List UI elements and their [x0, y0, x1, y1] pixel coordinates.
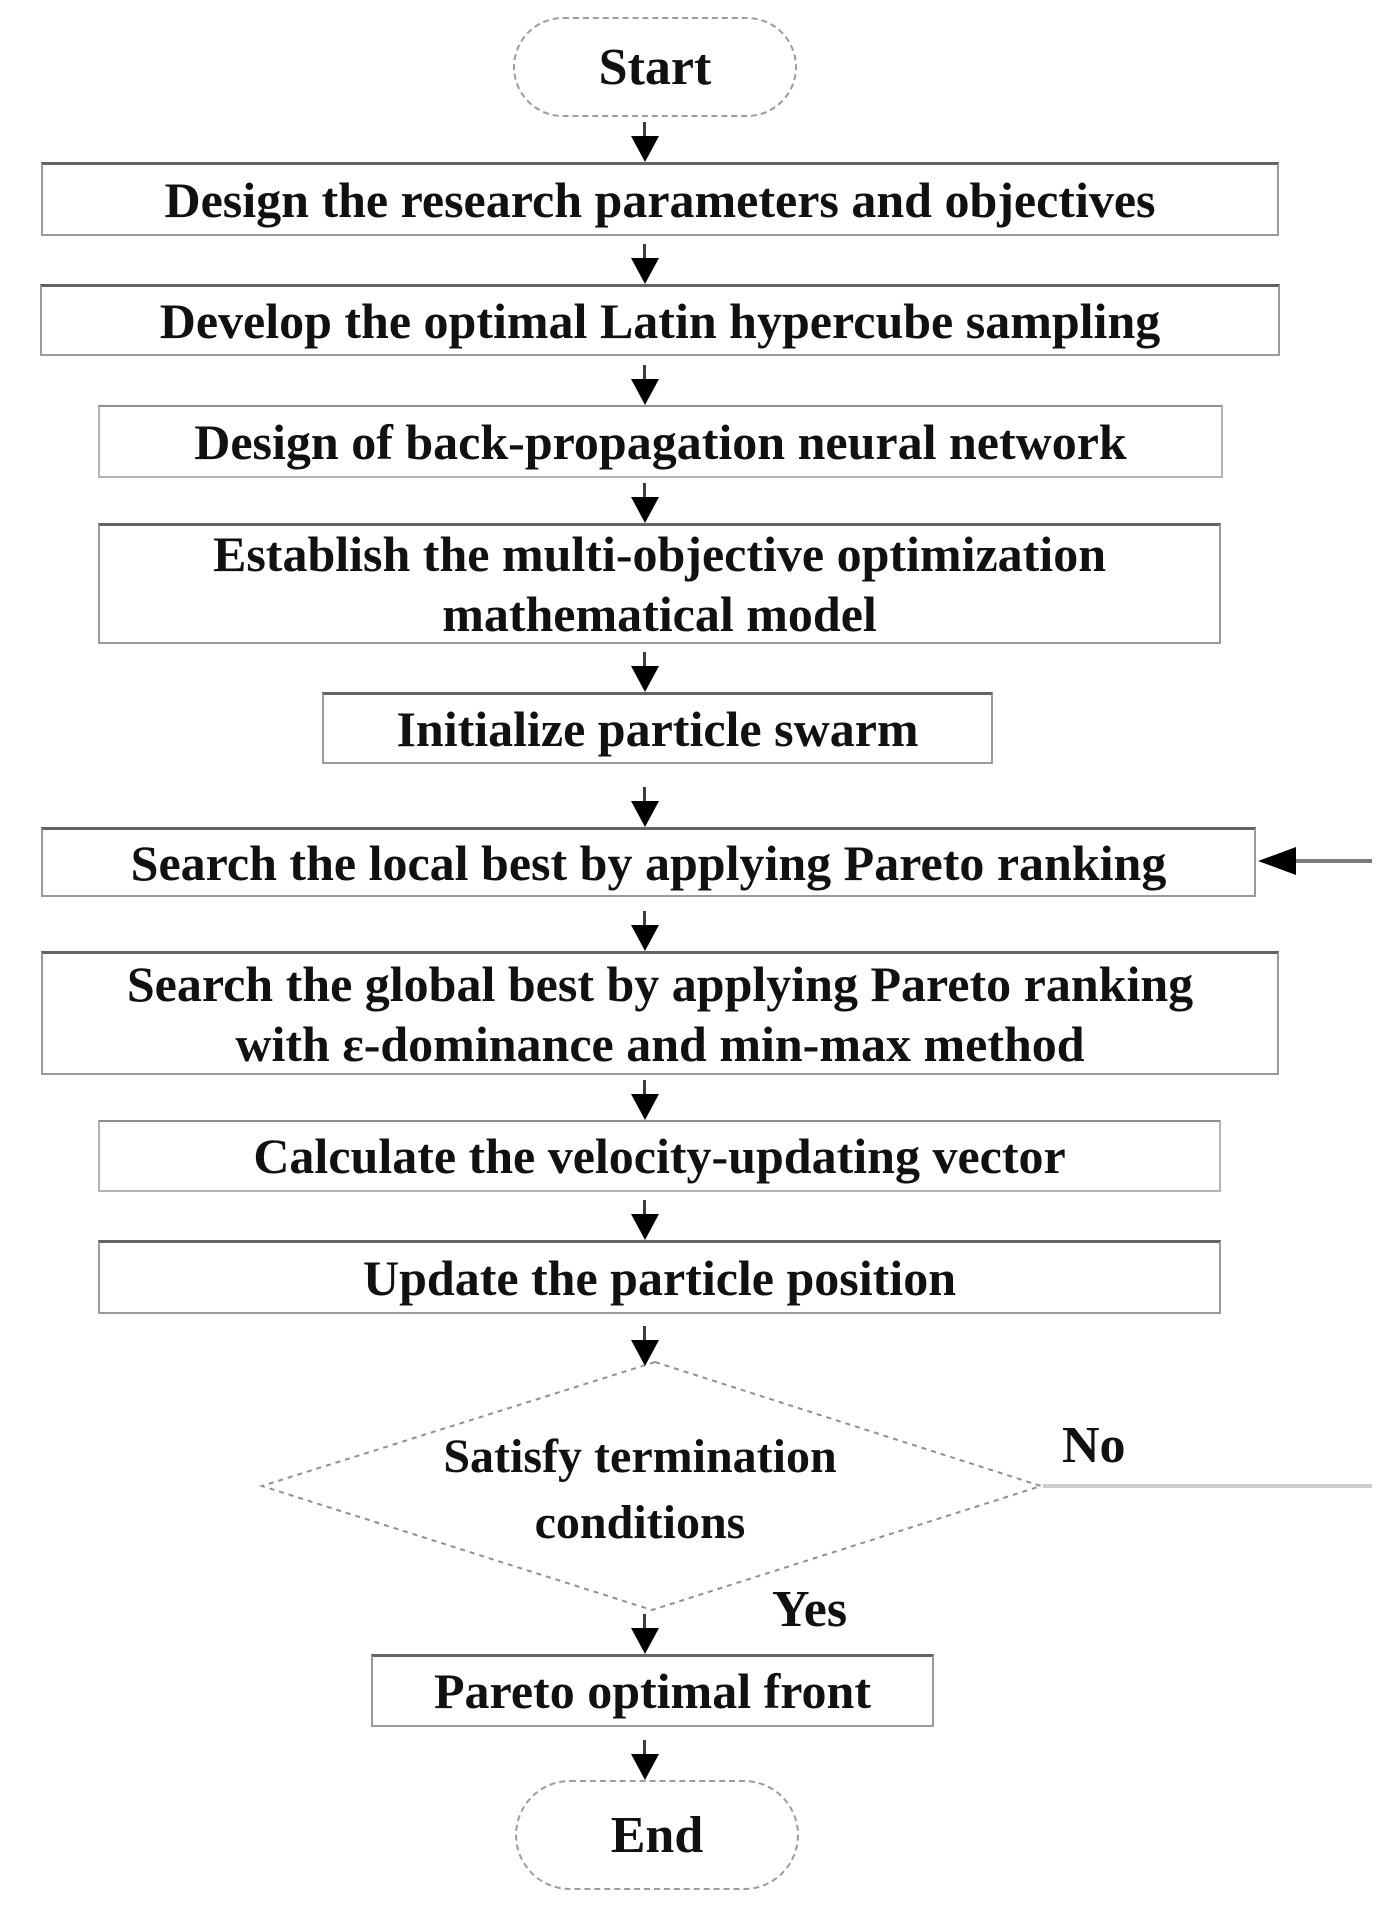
arrow-down-icon	[630, 244, 660, 284]
decision-diamond-shape	[258, 1360, 1045, 1612]
step-latin-hypercube: Develop the optimal Latin hypercube samp…	[40, 284, 1280, 356]
arrow-down-icon	[630, 483, 660, 523]
arrow-down-icon	[630, 652, 660, 692]
decision-label-line2: conditions	[534, 1496, 746, 1549]
arrow-down-icon	[630, 911, 660, 951]
step-label: Design of back-propagation neural networ…	[194, 413, 1127, 470]
step-label: Design the research parameters and objec…	[164, 171, 1156, 228]
step-label: Develop the optimal Latin hypercube samp…	[159, 292, 1161, 349]
step-label: Search the local best by applying Pareto…	[130, 834, 1167, 891]
step-label-line2: with ε-dominance and min-max method	[235, 1015, 1085, 1072]
step-bp-neural-network: Design of back-propagation neural networ…	[98, 405, 1223, 478]
step-global-best: Search the global best by applying Paret…	[41, 951, 1279, 1075]
feedback-arrowhead-icon	[1258, 847, 1296, 875]
arrow-down-icon	[630, 1740, 660, 1780]
arrow-down-icon	[630, 1326, 660, 1366]
step-label-line2: mathematical model	[442, 586, 877, 642]
step-math-model: Establish the multi-objective optimizati…	[98, 523, 1221, 644]
no-edge-label: No	[1062, 1417, 1126, 1474]
step-label: Calculate the velocity-updating vector	[253, 1128, 1066, 1184]
start-label: Start	[598, 38, 712, 96]
arrow-down-icon	[630, 1080, 660, 1120]
arrow-down-icon	[630, 787, 660, 827]
step-label: Initialize particle swarm	[396, 700, 919, 757]
step-label: Update the particle position	[362, 1249, 957, 1306]
step-label: Pareto optimal front	[434, 1663, 871, 1719]
arrow-down-icon	[630, 365, 660, 405]
step-update-position: Update the particle position	[98, 1240, 1221, 1314]
end-label: End	[610, 1806, 704, 1864]
step-design-parameters: Design the research parameters and objec…	[41, 162, 1279, 236]
start-terminal: Start	[513, 17, 797, 117]
step-label-line1: Establish the multi-objective optimizati…	[212, 526, 1107, 582]
decision-label-line1: Satisfy termination	[443, 1430, 837, 1483]
arrow-down-icon	[630, 1614, 660, 1654]
step-local-best: Search the local best by applying Pareto…	[41, 827, 1256, 897]
end-terminal: End	[515, 1780, 799, 1890]
decision-termination: Satisfy termination conditions	[330, 1420, 950, 1560]
step-pareto-front: Pareto optimal front	[371, 1654, 934, 1727]
arrow-down-icon	[630, 1200, 660, 1240]
step-label-line1: Search the global best by applying Paret…	[126, 955, 1194, 1012]
step-initialize-swarm: Initialize particle swarm	[322, 692, 993, 764]
yes-edge-label: Yes	[772, 1581, 848, 1638]
arrow-down-icon	[630, 122, 660, 162]
step-velocity-vector: Calculate the velocity-updating vector	[98, 1120, 1221, 1192]
